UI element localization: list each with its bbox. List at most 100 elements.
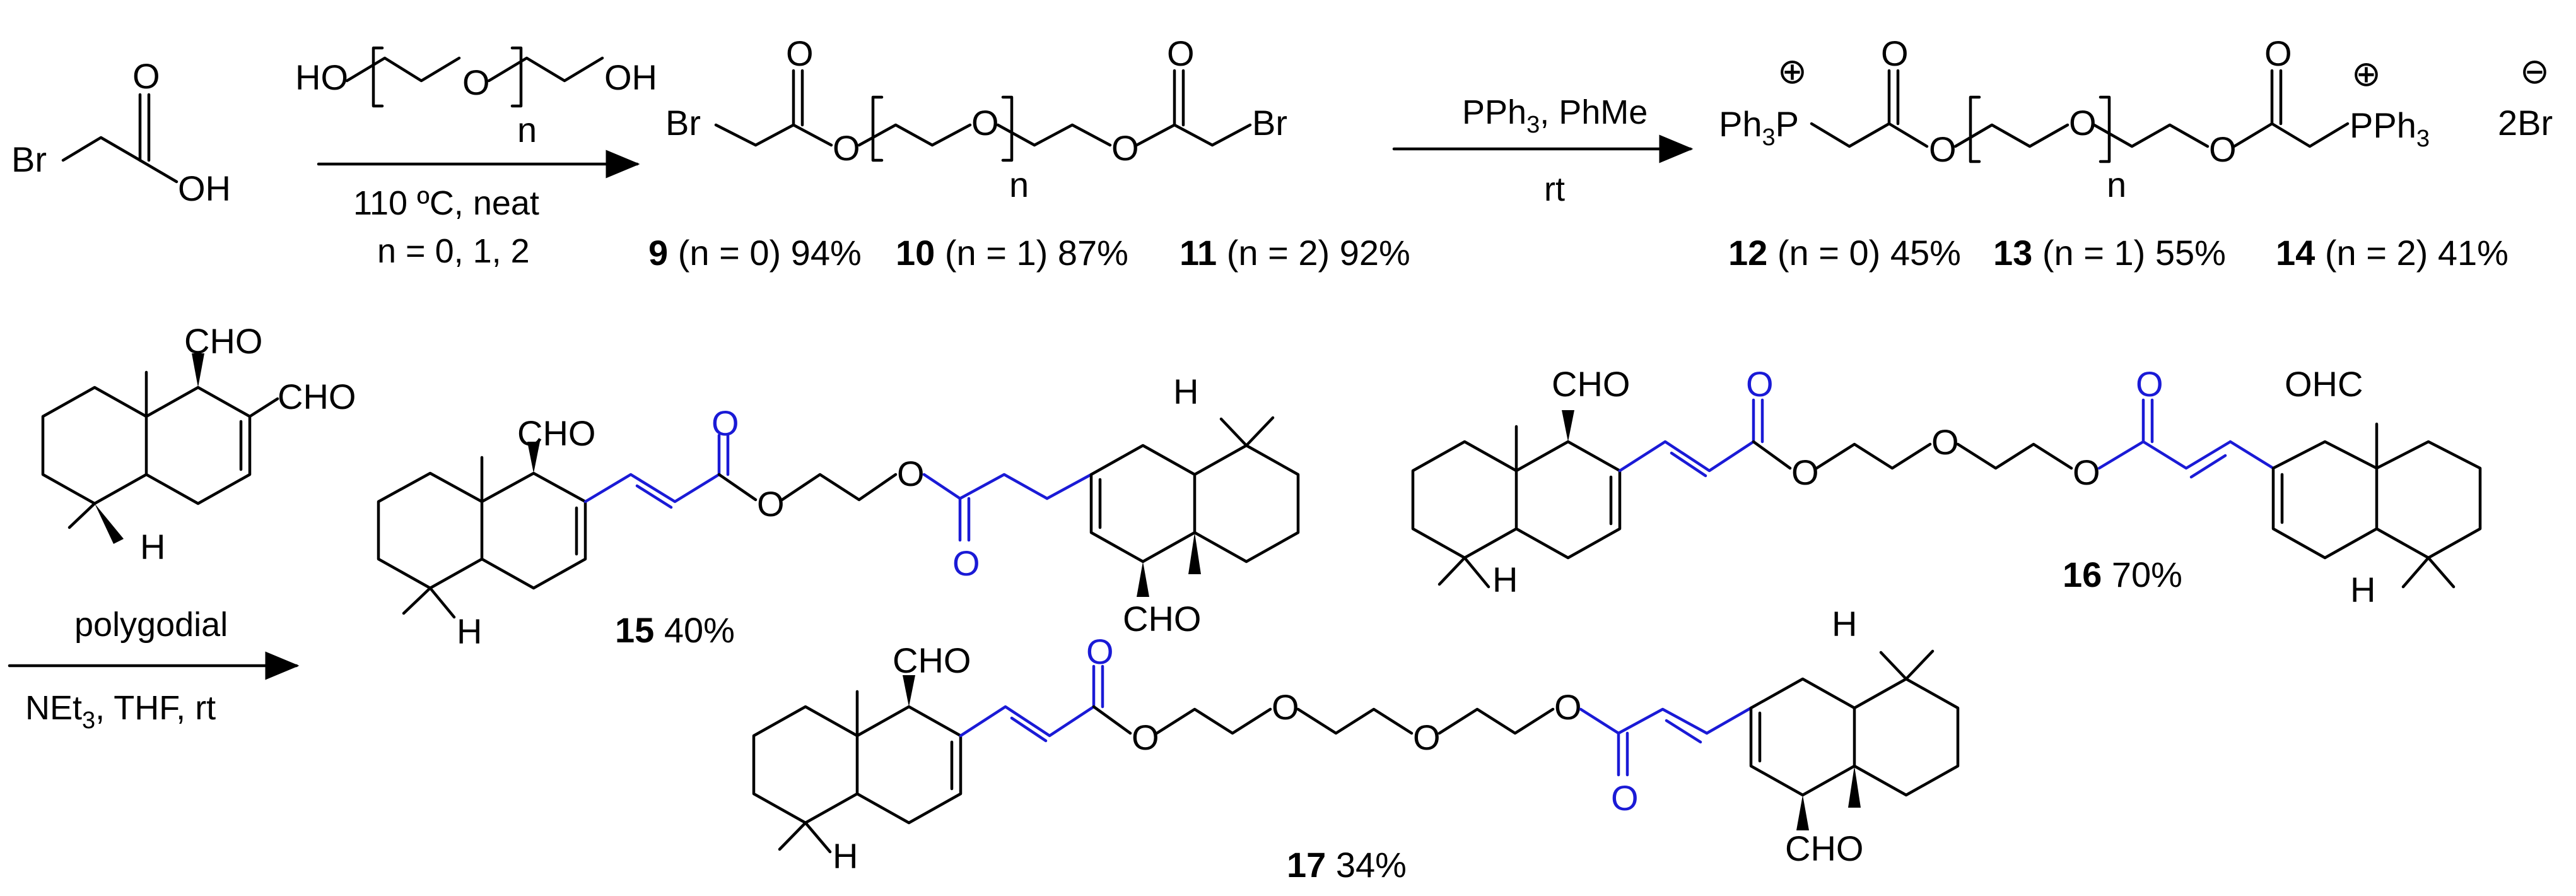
wedge [527, 442, 540, 473]
atom-h: H [1173, 372, 1198, 411]
wedge-methyl [1188, 533, 1201, 574]
atom-h: H [1492, 560, 1518, 599]
repeat-n: n [2107, 165, 2126, 204]
label-compound-10: 10 (n = 1) 87% [896, 233, 1128, 273]
wedge-cho [192, 353, 204, 387]
ring-a [41, 386, 148, 505]
linker-2 [1956, 442, 2073, 470]
atom-o: O [2264, 33, 2292, 73]
atom-oh: OH [604, 57, 657, 97]
methyl-gem [402, 586, 432, 615]
atom-br: Br [1252, 103, 1287, 143]
bond-chain-r [1135, 123, 1252, 147]
atom-o: O [2073, 452, 2100, 492]
bond-peg [857, 123, 972, 147]
atom-br: Br [11, 139, 47, 179]
ring-c [2271, 440, 2379, 560]
label-compound-17: 17 34% [1287, 845, 1407, 885]
atom-o-blue: O [1086, 632, 1114, 671]
label-compound-11: 11 (n = 2) 92% [1180, 233, 1410, 273]
atom-ph3p: Ph3P [1719, 104, 1799, 151]
label-compound-15: 15 40% [615, 610, 735, 650]
label-compound-12: 12 (n = 0) 45% [1728, 233, 1961, 273]
linker [1815, 442, 1932, 470]
ester-bond [1092, 705, 1132, 735]
atom-o: O [757, 484, 785, 524]
wedge [1562, 410, 1574, 442]
atom-ohc: OHC [2285, 364, 2363, 404]
atom-h: H [833, 836, 858, 876]
charge-plus-left: ⊕ [1777, 51, 1807, 91]
atom-o: O [1929, 129, 1957, 169]
methyl [1879, 651, 1908, 681]
atom-o: O [1111, 128, 1139, 168]
enone-double-r [2189, 454, 2227, 479]
step1-conditions: HO O OH n 110 ºC, neat n = 0, 1, 2 [295, 46, 657, 270]
compound-17-structure: CHO H O O O O O O H CHO [752, 604, 1960, 876]
atom-o: O [833, 128, 860, 168]
step1-temp: 110 ºC, neat [353, 184, 539, 222]
methyl-gem [1437, 556, 1467, 586]
atom-o: O [1791, 452, 1819, 492]
ester-bond [1752, 440, 1792, 470]
step2-conditions: PPh3, PhMe rt [1392, 93, 1694, 208]
methyl-gem-2 [2401, 556, 2430, 589]
atom-o: O [462, 62, 490, 102]
methyl-gem [2427, 556, 2456, 589]
ring-d [1193, 444, 1300, 563]
atom-o-blue: O [1746, 364, 1774, 404]
bracket-left [1969, 95, 1981, 163]
atom-o: O [897, 454, 925, 493]
linker-3 [1437, 707, 1555, 735]
vinyl [1705, 706, 1753, 735]
atom-o: O [1881, 33, 1909, 73]
atom-h: H [457, 611, 482, 651]
peg-chain-right [487, 56, 604, 83]
bond-peg-2 [2092, 123, 2210, 148]
ester-bond [717, 473, 758, 502]
bond-chain [1810, 122, 1929, 148]
bracket-left [372, 46, 384, 108]
enone-chain-r [2097, 440, 2232, 470]
bracket-right [510, 46, 523, 108]
atom-ho: HO [295, 57, 348, 97]
atom-cho: CHO [278, 377, 356, 416]
label-compound-9: 9 (n = 0) 94% [648, 233, 862, 273]
ring-a [377, 471, 484, 590]
atom-oh: OH [178, 168, 231, 208]
atom-br: Br [665, 103, 701, 143]
atom-o: O [1413, 717, 1441, 757]
atom-cho: CHO [893, 640, 971, 680]
step3-reagent: polygodial [74, 606, 228, 644]
atom-o: O [1272, 687, 1299, 727]
bracket-left [871, 95, 884, 162]
atom-o: O [1167, 33, 1195, 73]
atom-o-blue: O [711, 403, 739, 443]
atom-o-blue: O [952, 543, 980, 583]
bond-chain-r [2232, 122, 2350, 148]
ring-c [1089, 444, 1197, 563]
vinyl [1045, 473, 1093, 500]
atom-cho: CHO [184, 321, 262, 361]
bromoacetic-acid-structure: Br O OH [11, 56, 231, 208]
wedge-cho [1137, 562, 1149, 597]
label-compound-13: 13 (n = 1) 55% [1993, 233, 2226, 273]
wedge-cho [1796, 795, 1809, 830]
ring-b [144, 386, 252, 505]
repeat-n: n [1009, 165, 1029, 204]
atom-h: H [2350, 570, 2375, 610]
methyl-gem-2 [804, 821, 832, 854]
charge-plus-right: ⊕ [2351, 54, 2381, 93]
methyl [1219, 417, 1248, 447]
atom-h: H [140, 527, 165, 567]
label-compound-14: 14 (n = 2) 41% [2276, 233, 2509, 273]
dibromoacetate-structure: Br O O O n O O Br [665, 33, 1287, 204]
atom-o: O [786, 33, 814, 73]
step3-conditions: polygodial NEt3, THF, rt [8, 606, 300, 734]
bracket-right [1001, 95, 1014, 162]
ring-d [2375, 440, 2482, 560]
atom-o-blue: O [1611, 778, 1639, 818]
vinyl [2228, 440, 2275, 470]
compound-15-structure: CHO H O O O O H CHO [377, 372, 1300, 651]
